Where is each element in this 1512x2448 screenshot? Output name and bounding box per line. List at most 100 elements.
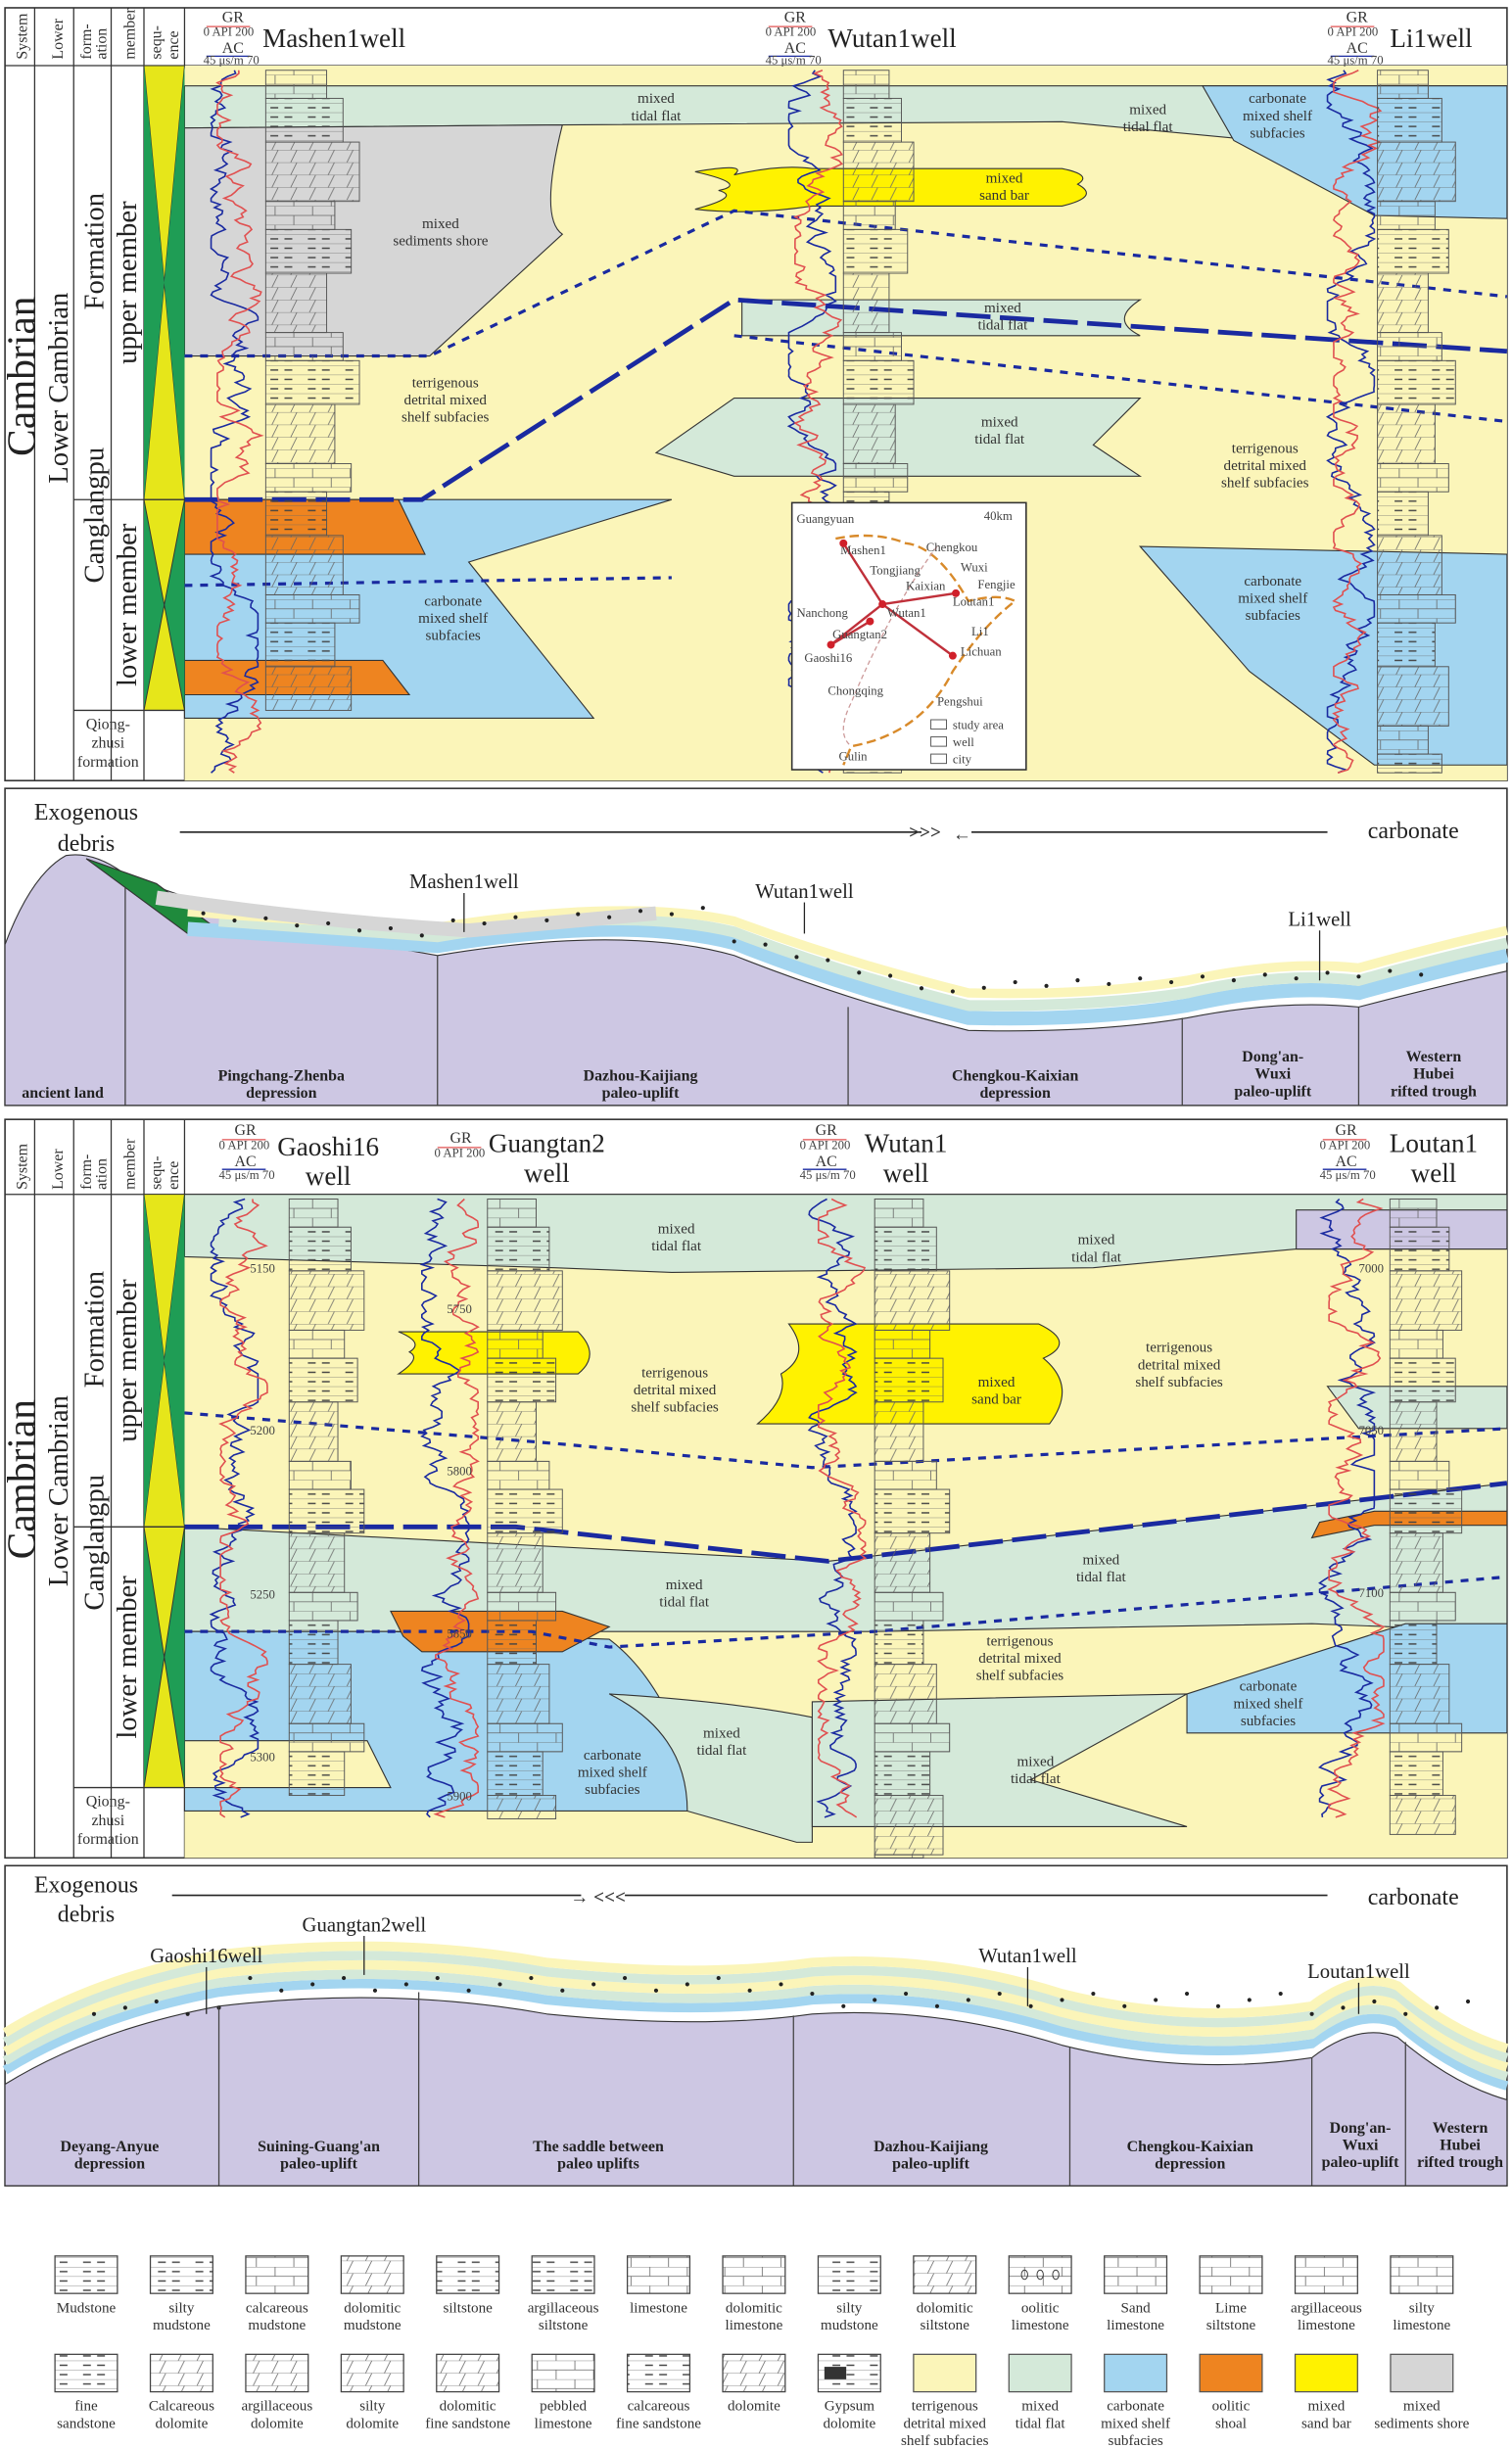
facies-label-carb_right: subfacies (1241, 1714, 1296, 1729)
carbonate-label: carbonate (1368, 1885, 1459, 1910)
sand-dot (372, 1988, 378, 1993)
sand-dot (1435, 2005, 1440, 2010)
map-place-label: Fengjie (977, 578, 1016, 591)
lithology-bed (487, 1460, 550, 1490)
lithology-column-mashen1 (264, 70, 360, 711)
depth-label: 7100 (1358, 1586, 1384, 1600)
facies-label-sandbar: sand bar (971, 1391, 1021, 1407)
depth-label: 5900 (447, 1789, 472, 1803)
sand-dot (1060, 1998, 1064, 2002)
map-place-label: Guangtan2 (832, 628, 887, 641)
qiongzhusi-label: Qiong- (86, 717, 130, 733)
legend-label: mudstone (153, 2318, 211, 2333)
legend-label: dolomitic (440, 2399, 496, 2415)
gr-scale: 0 API 200 (800, 1138, 851, 1152)
ooid-mark (1052, 2269, 1060, 2281)
legend-pattern-muddolo (913, 2255, 977, 2294)
sand-dot (826, 958, 830, 963)
sand-dot (419, 933, 424, 938)
lithology-bed (288, 1532, 346, 1593)
legend-label: dolomitic (917, 2300, 973, 2316)
map-place-label: Tongjiang (870, 564, 921, 578)
lithology-bed (264, 666, 353, 711)
lithology-bed (264, 622, 336, 668)
study-area-inner-boundary (842, 545, 938, 747)
legend-label: mudstone (821, 2318, 878, 2333)
lithology-bed (288, 1270, 365, 1331)
lithology-bed (1377, 272, 1429, 334)
gr-scale: 0 API 200 (435, 1146, 486, 1159)
map-legend-label: study area (953, 719, 1004, 732)
qiongzhusi-label: formation (77, 1831, 139, 1848)
facies-label-sandbar: sand bar (979, 188, 1029, 204)
basement-paleo-units (4, 1997, 1508, 2187)
lithology-bed (487, 1401, 537, 1462)
legend-swatch (1294, 2353, 1358, 2393)
sand-dot (403, 1982, 408, 1987)
legend-label: dolomite (156, 2416, 209, 2431)
legend-swatch (1390, 2353, 1454, 2393)
sand-dot (700, 906, 705, 911)
well-title-gaoshi16: Gaoshi16 (277, 1132, 379, 1161)
facies-label-terr_low: shelf subfacies (976, 1669, 1064, 1684)
legend-label: silty (359, 2399, 385, 2415)
ac-label: AC (1347, 40, 1368, 57)
sand-dot (388, 925, 393, 931)
legend-label: sand bar (1301, 2416, 1351, 2431)
gr-label: GR (450, 1130, 473, 1147)
legend-pattern-brick (626, 2255, 691, 2294)
lithology-bed (487, 1270, 563, 1331)
lithology-bed (264, 593, 360, 624)
legend-pattern-brick (722, 2255, 786, 2294)
header-formation-2: ation (94, 28, 111, 60)
facies-label-terr_right: terrigenous (1146, 1341, 1212, 1356)
lithology-bed (874, 1270, 951, 1331)
facies-label-carb_left: subfacies (585, 1782, 639, 1798)
legend-label: dolomite (823, 2416, 875, 2431)
tectonic-unit-label: paleo-uplift (280, 2156, 358, 2173)
ac-log-curve (1318, 1198, 1377, 1817)
sand-dot (310, 1982, 315, 1987)
lithology-bed (874, 1854, 924, 1859)
lithology-bed (874, 1199, 924, 1228)
legend-label: fine (74, 2399, 98, 2415)
gr-scale: 0 API 200 (766, 25, 817, 39)
lithology-bed (487, 1226, 550, 1272)
gr-log-curve (218, 1199, 268, 1818)
sand-dot (1231, 978, 1236, 983)
sand-dot (888, 973, 893, 978)
legend-label: Mudstone (57, 2300, 117, 2316)
map-place-label: Pengshui (937, 695, 983, 709)
sand-dot (1388, 968, 1393, 973)
sequence-boundary-dashed-lower (184, 1575, 1508, 1649)
formation-label: Formation (79, 193, 111, 310)
ooid-mark (1020, 2269, 1028, 2281)
legend-label: detrital mixed (904, 2416, 987, 2431)
section-well-wutan1: Wutan1well (978, 1946, 1077, 1967)
tectonic-unit-label: Suining-Guang'an (258, 2139, 380, 2155)
lithology-bed (1389, 1795, 1456, 1835)
lithology-bed (487, 1751, 543, 1797)
legend-pattern-dolo (436, 2353, 500, 2393)
carbonate-layer (187, 921, 1509, 1026)
sand-dot (529, 1976, 534, 1981)
facies-label-carb_right: mixed shelf (1238, 590, 1308, 606)
sand-dot (857, 970, 862, 975)
facies-label-carb_top_right: carbonate (1249, 91, 1306, 107)
lithology-bed (264, 359, 360, 405)
sand-dot (997, 1991, 1002, 1997)
lithology-bed (874, 1226, 937, 1272)
tidal-flat-layer (218, 914, 1509, 1012)
lithology-bed (1377, 359, 1456, 405)
sand-dot (1372, 1999, 1377, 2004)
depth-label: 5750 (447, 1302, 472, 1316)
sand-dot (591, 1982, 596, 1987)
gr-scale: 0 API 200 (204, 25, 255, 39)
legend-label: argillaceous (528, 2300, 599, 2316)
sand-dot (1309, 2011, 1314, 2016)
sand-dot (1075, 978, 1080, 983)
facies-label-tidal_top_right: mixed (1078, 1233, 1115, 1248)
